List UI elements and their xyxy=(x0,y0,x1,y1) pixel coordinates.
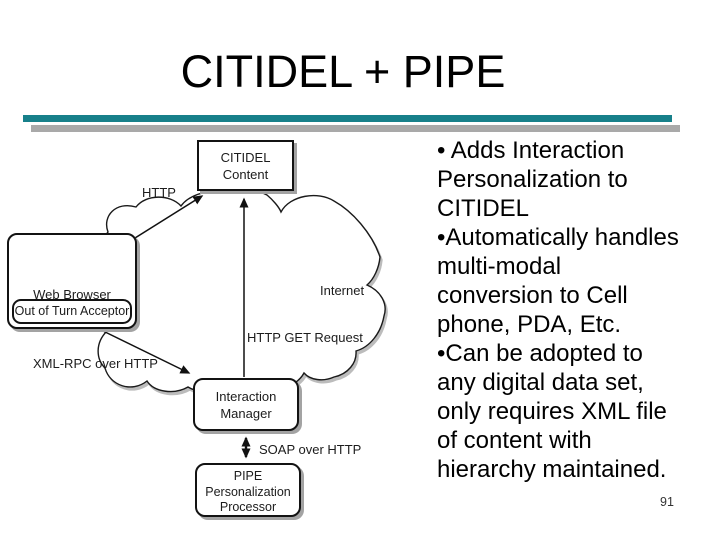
bullet-can-be-adopted: •Can be adopted to any digital data set,… xyxy=(437,340,667,483)
title-shadow-bar xyxy=(31,125,680,132)
title-accent-bar xyxy=(23,115,672,122)
xml-rpc-over-http-label: XML-RPC over HTTP xyxy=(33,356,158,371)
http-get-request-label: HTTP GET Request xyxy=(247,330,363,345)
web-browser-box: Web Browser Out of Turn Acceptor xyxy=(7,233,137,329)
xml-rpc-arrow xyxy=(98,328,191,374)
http-label: HTTP xyxy=(142,185,176,200)
slide-title: CITIDEL + PIPE xyxy=(180,46,506,97)
out-of-turn-acceptor-box: Out of Turn Acceptor xyxy=(12,299,132,324)
page-number: 91 xyxy=(660,495,674,509)
pipe-processor-box: PIPE Personalization Processor xyxy=(195,463,301,517)
bullet-adds-interaction: • Adds Interaction Personalization to CI… xyxy=(437,137,628,222)
bullet-automatically-handles: •Automatically handles multi-modal conve… xyxy=(437,224,679,338)
citidel-content-box: CITIDEL Content xyxy=(197,140,294,191)
http-arrow xyxy=(134,195,204,239)
interaction-manager-box: Interaction Manager xyxy=(193,378,299,431)
internet-label: Internet xyxy=(320,283,365,298)
soap-over-http-label: SOAP over HTTP xyxy=(259,442,362,457)
web-browser-label: Web Browser xyxy=(33,287,111,302)
bullet-list: • Adds Interaction Personalization to CI… xyxy=(437,136,683,484)
